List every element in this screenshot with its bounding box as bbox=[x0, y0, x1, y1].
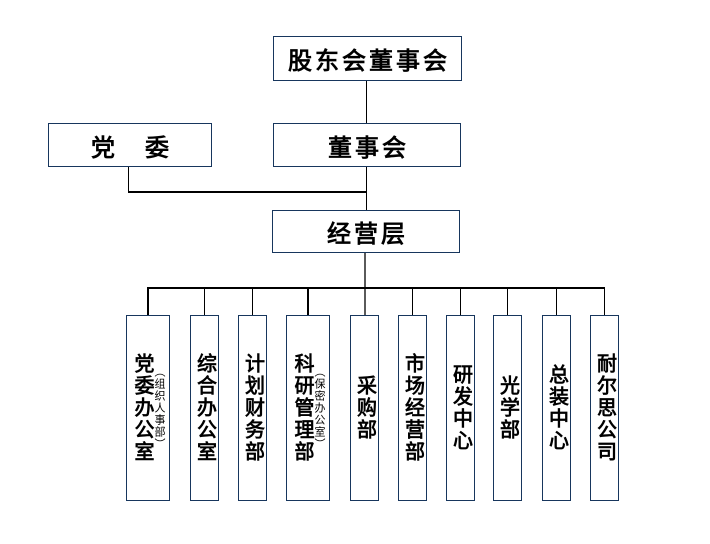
connector-drop-dept-1 bbox=[147, 288, 149, 315]
org-node-dept-final-assembly-center: 总装中心 bbox=[542, 315, 571, 501]
org-node-label: 党 委 bbox=[91, 135, 172, 162]
dept-title: 市场经营部 bbox=[401, 353, 424, 463]
dept-annotation: （组织人事部） bbox=[153, 366, 165, 450]
dept-annotation: （保密办公室） bbox=[313, 366, 325, 450]
dept-title: 计划财务部 bbox=[241, 353, 264, 463]
org-node-dept-general-office: 综合办公室 bbox=[190, 315, 219, 501]
connector-distribution-bar bbox=[147, 287, 606, 289]
dept-title: 光学部 bbox=[496, 375, 519, 441]
connector-board-to-management bbox=[365, 167, 367, 210]
org-node-party-committee: 党 委 bbox=[48, 123, 212, 167]
org-node-dept-rnd-center: 研发中心 bbox=[446, 315, 475, 501]
org-node-dept-procurement: 采购部 bbox=[350, 315, 379, 501]
connector-drop-dept-8 bbox=[506, 288, 509, 315]
connector-party-committee-horizontal bbox=[127, 191, 367, 193]
org-node-board-of-directors: 董事会 bbox=[273, 123, 461, 167]
connector-drop-dept-7 bbox=[459, 288, 462, 315]
connector-drop-dept-3 bbox=[251, 288, 254, 315]
org-node-dept-planning-finance: 计划财务部 bbox=[238, 315, 267, 501]
connector-party-committee-drop bbox=[127, 167, 129, 193]
connector-drop-dept-10 bbox=[603, 288, 606, 315]
org-node-dept-research-management: 科研管理部 （保密办公室） bbox=[286, 315, 330, 501]
dept-title: 综合办公室 bbox=[193, 353, 216, 463]
org-node-shareholders-board: 股东会董事会 bbox=[273, 36, 462, 81]
connector-drop-dept-4 bbox=[307, 288, 309, 315]
dept-title: 党委办公室 bbox=[131, 353, 153, 463]
dept-title: 总装中心 bbox=[545, 364, 568, 452]
org-node-dept-optics: 光学部 bbox=[493, 315, 522, 501]
dept-title: 耐尔思公司 bbox=[593, 353, 616, 463]
connector-drop-dept-2 bbox=[203, 288, 206, 315]
org-node-management: 经营层 bbox=[272, 210, 460, 253]
org-node-dept-market-operations: 市场经营部 bbox=[398, 315, 427, 501]
org-node-dept-nairsi-company: 耐尔思公司 bbox=[590, 315, 619, 501]
connector-root-to-board bbox=[365, 81, 367, 123]
connector-drop-dept-9 bbox=[555, 288, 558, 315]
dept-title: 研发中心 bbox=[449, 364, 472, 452]
org-node-label: 董事会 bbox=[328, 135, 409, 162]
org-node-label: 股东会董事会 bbox=[288, 49, 450, 75]
dept-title: 采购部 bbox=[353, 375, 376, 441]
dept-title: 科研管理部 bbox=[291, 353, 313, 463]
connector-management-center-drop bbox=[363, 253, 366, 315]
org-node-dept-party-committee-office: 党委办公室 （组织人事部） bbox=[126, 315, 170, 501]
connector-drop-dept-6 bbox=[411, 288, 414, 315]
org-node-label: 经营层 bbox=[327, 222, 408, 248]
